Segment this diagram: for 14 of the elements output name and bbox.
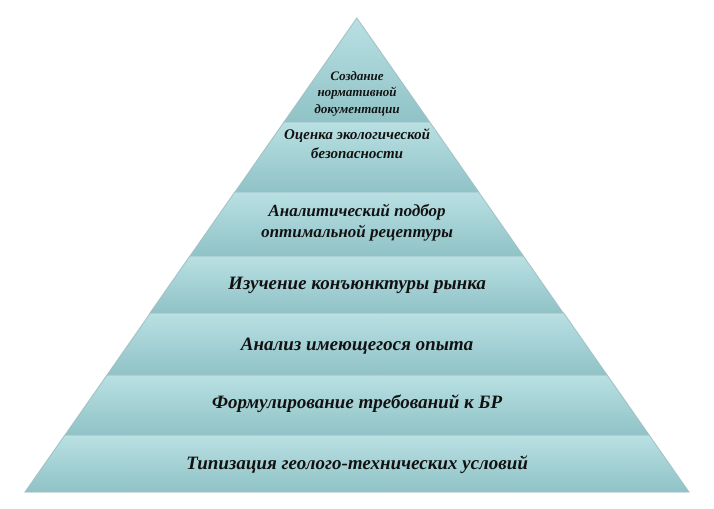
pyramid-tier: [235, 122, 479, 192]
tier-label: Типизация геолого-технических условий: [186, 452, 528, 476]
pyramid-tier: [25, 435, 689, 492]
pyramid-tier: [64, 375, 650, 435]
tier-label: Анализ имеющегося опыта: [240, 333, 474, 357]
tier-label: Создание нормативной документации: [313, 68, 401, 117]
tier-label: Аналитический подбор оптимальной рецептуры: [260, 200, 454, 242]
pyramid-tier: [190, 192, 524, 256]
tier-label: Формулирование требований к БР: [212, 391, 502, 415]
pyramid-tier: [106, 313, 608, 375]
pyramid-apex: [284, 18, 430, 122]
tier-label: Изучение конъюнктуры рынка: [228, 272, 486, 296]
tier-label: Оценка экологической безопасности: [283, 126, 431, 164]
pyramid-tier: [150, 256, 564, 313]
